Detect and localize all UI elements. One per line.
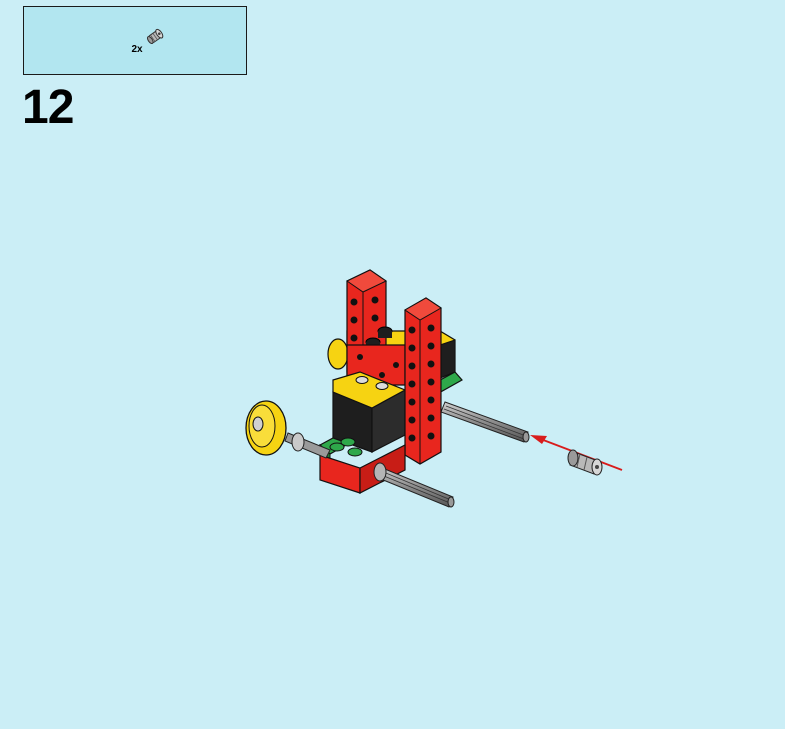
yellow-hub-front (245, 400, 331, 459)
axle-upper (440, 401, 530, 443)
parts-callout: 2x (23, 6, 247, 75)
part-quantity: 2x (131, 44, 143, 55)
axle-bush-icon (146, 28, 164, 44)
step-number: 12 (22, 81, 74, 134)
axle-lower (373, 462, 455, 508)
axle-bush-part (567, 449, 603, 476)
black-brick-front (332, 371, 407, 453)
yellow-hub-back (327, 338, 349, 370)
red-beam-right (404, 297, 442, 465)
green-studs-front (329, 437, 363, 457)
